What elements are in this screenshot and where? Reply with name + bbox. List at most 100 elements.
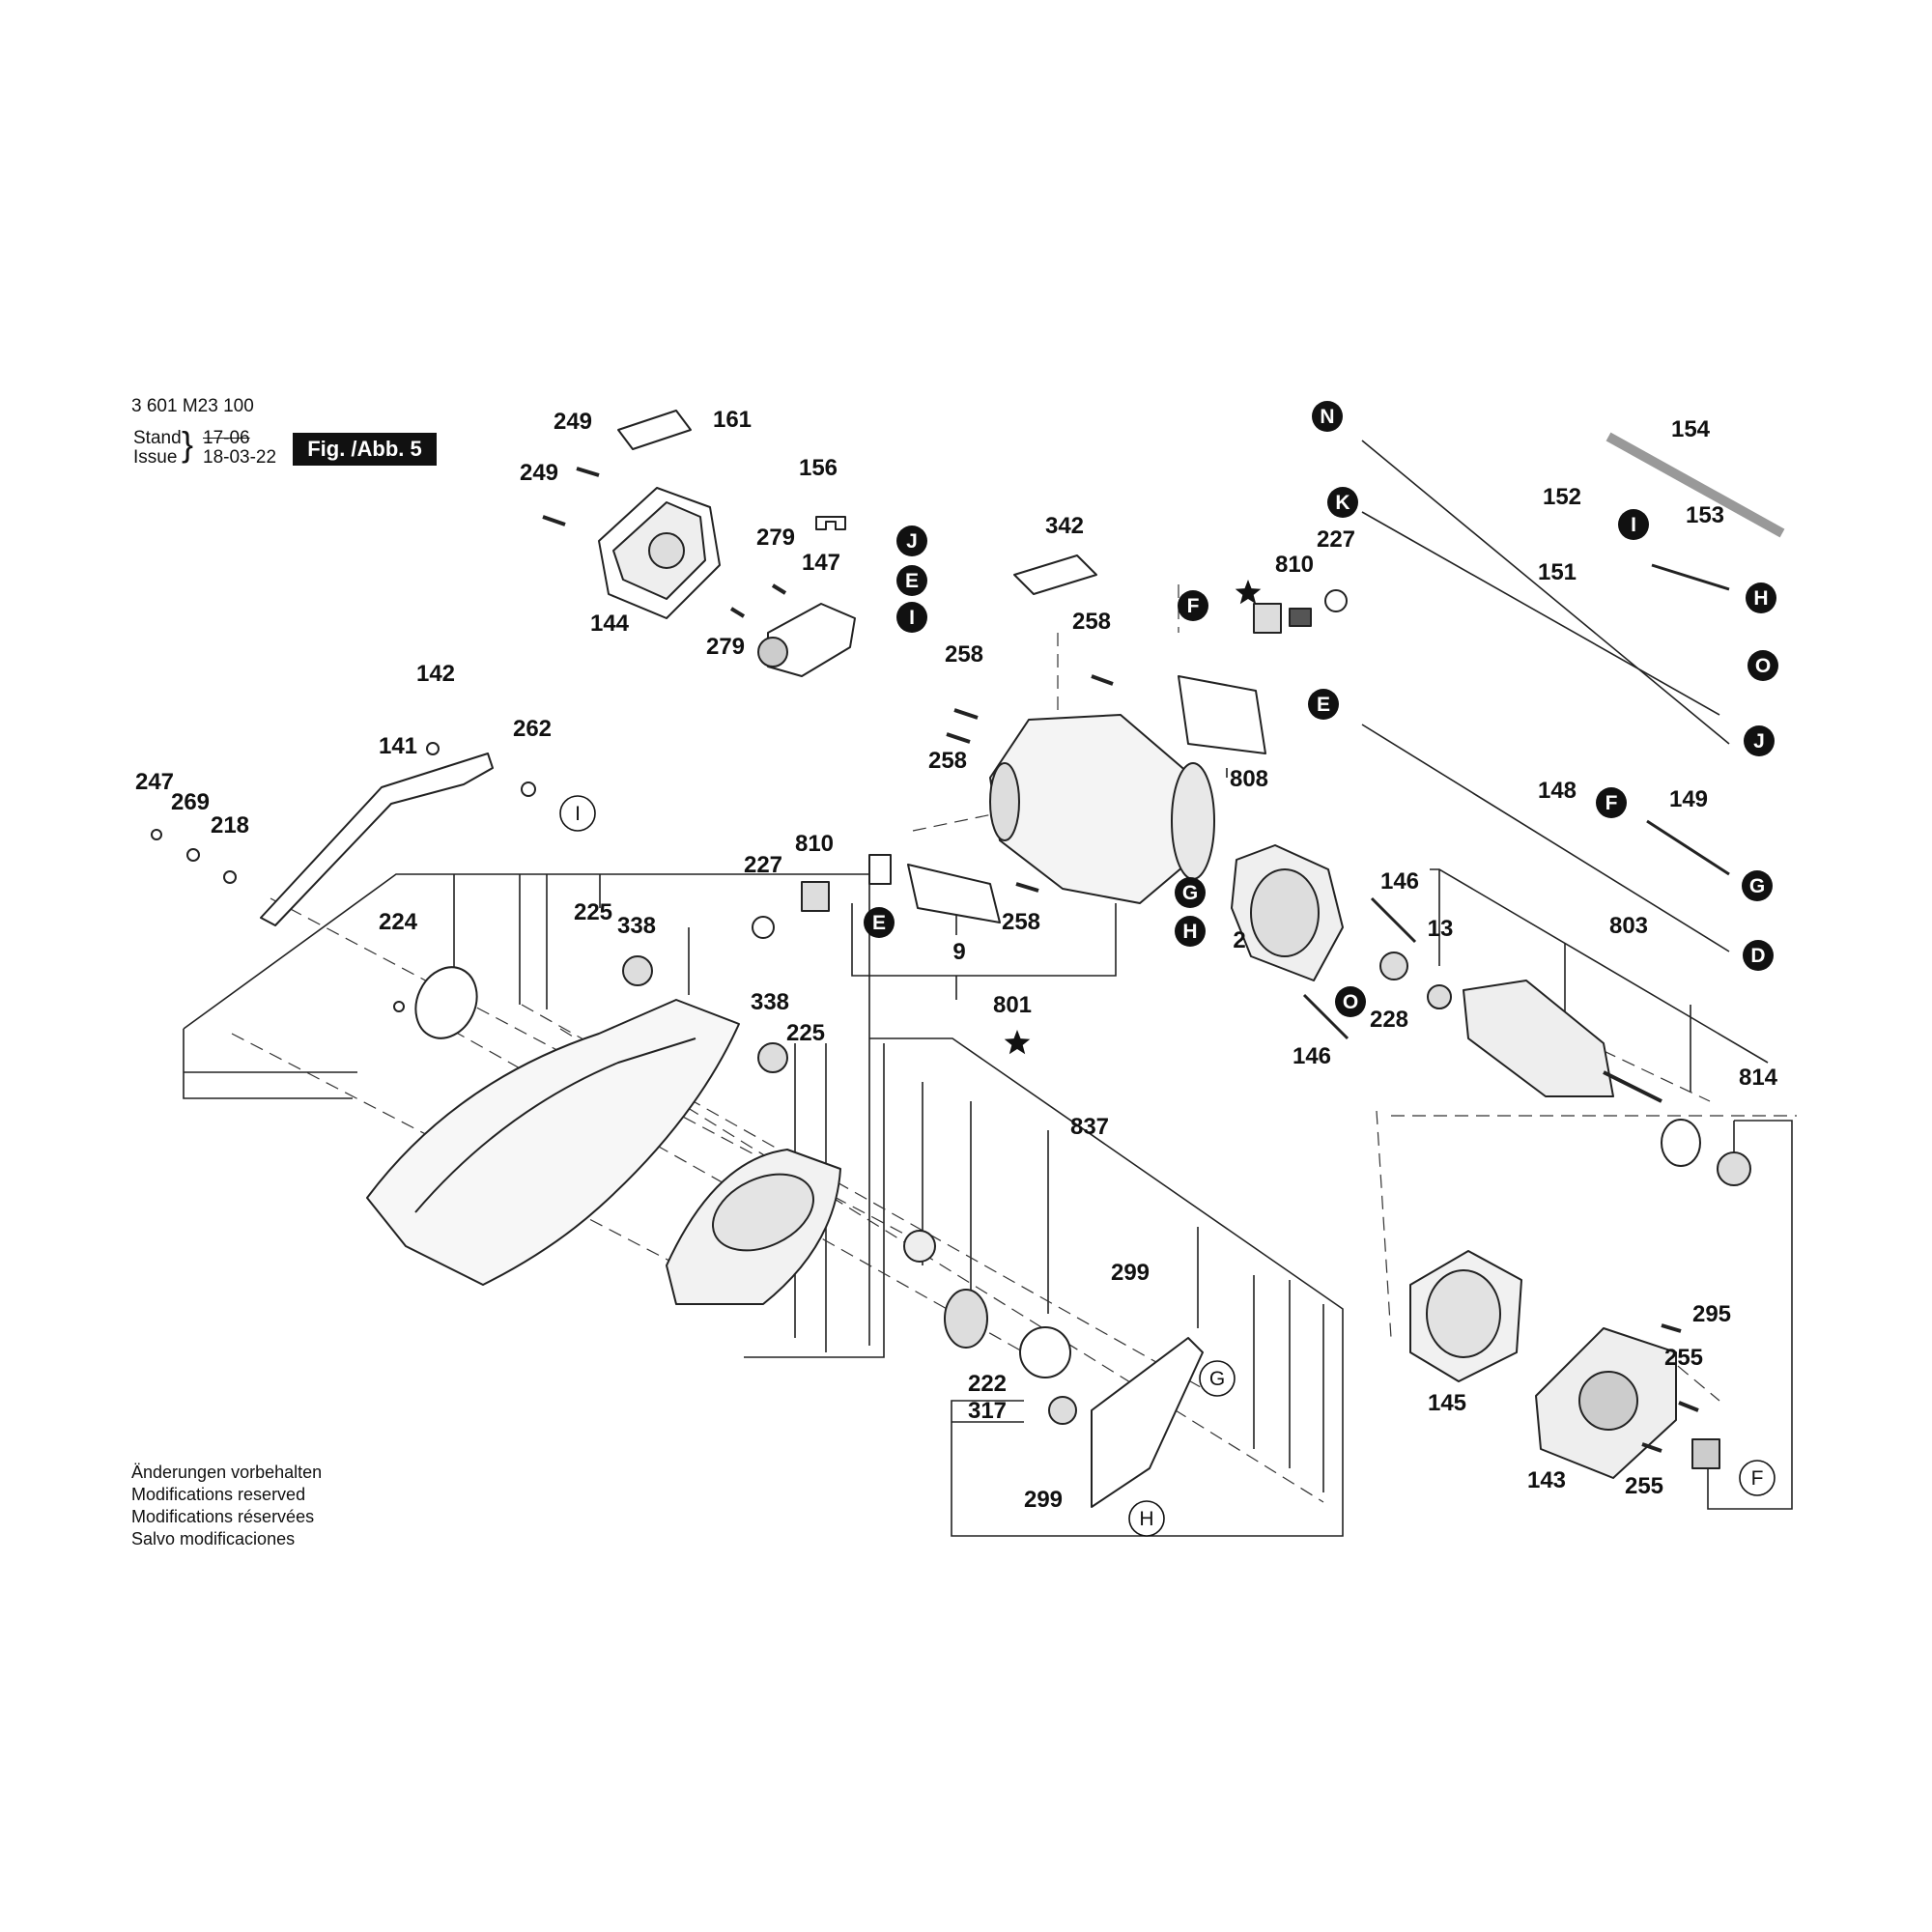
- connector-G-filled: G: [1175, 877, 1206, 908]
- fan-housing-145: [1409, 1250, 1522, 1382]
- part-label-258: 258: [1072, 609, 1111, 635]
- connector-F-filled: F: [1596, 787, 1627, 818]
- note-fr: Modifications réservées: [131, 1507, 315, 1526]
- part-label-152: 152: [1543, 484, 1581, 510]
- part-label-295: 295: [1692, 1301, 1731, 1327]
- connector-H-filled: H: [1175, 916, 1206, 947]
- star-icon: [1004, 1030, 1031, 1055]
- connector-F-filled: F: [1178, 590, 1208, 621]
- clip-156: [815, 516, 846, 530]
- label-plate-161: [617, 410, 692, 450]
- stator-2: [1231, 844, 1344, 981]
- part-label-161: 161: [713, 407, 752, 433]
- part-label-224: 224: [379, 909, 418, 935]
- connector-letter: G: [1209, 1368, 1225, 1390]
- star-icon: [1235, 580, 1262, 605]
- part-label-255: 255: [1664, 1345, 1703, 1371]
- part-label-299: 299: [1024, 1487, 1063, 1513]
- stand-label: Stand: [133, 428, 182, 448]
- connector-I-outlined: I: [559, 795, 596, 832]
- connector-F-outlined: F: [1739, 1460, 1776, 1496]
- washer-837: [1019, 1326, 1071, 1378]
- label-342: [1013, 554, 1097, 595]
- connector-letter: N: [1320, 406, 1334, 428]
- armature-803: [1463, 980, 1662, 1103]
- connector-letter: H: [1182, 921, 1197, 943]
- rod-154: [1605, 432, 1785, 538]
- wire-151: [1361, 511, 1720, 716]
- connector-E-filled: E: [1308, 689, 1339, 720]
- connector-O-filled: O: [1335, 986, 1366, 1017]
- part-label-13: 13: [1428, 916, 1454, 942]
- wire-149: [1646, 819, 1730, 876]
- drawing-number: 3 601 M23 100: [131, 396, 254, 416]
- part-label-810: 810: [1275, 552, 1314, 578]
- bearing-228: [1379, 952, 1408, 980]
- connector-G-filled: G: [1742, 870, 1773, 901]
- cap-227-b: [752, 916, 775, 939]
- part-label-225: 225: [786, 1020, 825, 1046]
- connector-J-filled: J: [896, 526, 927, 556]
- connector-E-filled: E: [896, 565, 927, 596]
- part-label-279: 279: [706, 634, 745, 660]
- part-label-225: 225: [574, 899, 612, 925]
- brush-holder-810-a: [1253, 603, 1282, 634]
- part-label-151: 151: [1538, 559, 1577, 585]
- part-label-801: 801: [993, 992, 1032, 1018]
- flange-224: [414, 966, 478, 1039]
- lever-141: [260, 753, 494, 926]
- part-label-262: 262: [513, 716, 552, 742]
- part-label-803: 803: [1609, 913, 1648, 939]
- part-label-154: 154: [1671, 416, 1711, 442]
- connector-letter: H: [1753, 587, 1768, 610]
- part-label-249: 249: [554, 409, 592, 435]
- bearing-13: [1427, 984, 1452, 1009]
- issue-date: 18-03-22: [203, 447, 277, 468]
- part-label-143: 143: [1527, 1467, 1566, 1493]
- figure-label: Fig. /Abb. 5: [293, 433, 437, 466]
- part-label-148: 148: [1538, 778, 1577, 804]
- part-drawings: [151, 410, 1785, 1508]
- part-label-837: 837: [1070, 1114, 1109, 1140]
- connector-H-outlined: H: [1128, 1500, 1165, 1537]
- connector-letter: K: [1335, 492, 1350, 514]
- part-label-156: 156: [799, 455, 838, 481]
- bearing-338-a: [622, 955, 653, 986]
- connector-letter: I: [575, 803, 581, 825]
- note-es: Salvo modificaciones: [131, 1529, 296, 1548]
- upper-blade-guard: [366, 999, 740, 1286]
- connector-K-filled: K: [1327, 487, 1358, 518]
- connector-letter: G: [1749, 875, 1765, 897]
- part-label-269: 269: [171, 789, 210, 815]
- connector-O-filled: O: [1747, 650, 1778, 681]
- part-label-145: 145: [1428, 1390, 1466, 1416]
- connector-letter: I: [1631, 514, 1636, 536]
- bearing-814: [1717, 1151, 1751, 1186]
- connector-letter: E: [905, 570, 919, 592]
- end-cap-143: [1535, 1327, 1677, 1479]
- wire-148: [1361, 724, 1730, 952]
- connector-letter: E: [1317, 694, 1330, 716]
- connector-letter: F: [1751, 1467, 1764, 1490]
- connector-letter: E: [872, 912, 886, 934]
- part-label-299: 299: [1111, 1260, 1150, 1286]
- part-label-258: 258: [1002, 909, 1040, 935]
- connector-letter: F: [1605, 792, 1618, 814]
- part-label-338: 338: [751, 989, 789, 1015]
- part-label-258: 258: [928, 748, 967, 774]
- part-label-222: 222: [968, 1371, 1007, 1397]
- connector-letter: J: [906, 530, 918, 553]
- part-label-814: 814: [1739, 1065, 1778, 1091]
- part-label-810: 810: [795, 831, 834, 857]
- part-label-153: 153: [1686, 502, 1724, 528]
- knob-f: [1691, 1438, 1720, 1469]
- wire-152: [1361, 440, 1730, 745]
- modification-notes: Änderungen vorbehalten Modifications res…: [131, 1462, 322, 1550]
- connector-letter: D: [1750, 945, 1765, 967]
- brace-glyph: }: [182, 424, 194, 464]
- part-label-808: 808: [1230, 766, 1268, 792]
- connector-J-filled: J: [1744, 725, 1775, 756]
- note-en: Modifications reserved: [131, 1485, 306, 1504]
